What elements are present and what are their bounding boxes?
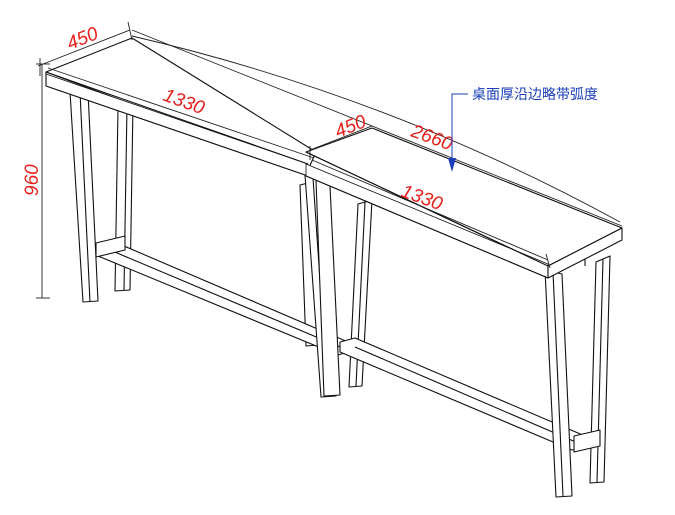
left-table-front-left-leg — [69, 91, 99, 303]
right-table-long-stretcher — [339, 337, 586, 451]
annotation: 桌面厚沿边略带弧度 — [448, 87, 598, 172]
right-table — [305, 127, 623, 498]
right-table-top — [305, 127, 623, 267]
right-table-end-face — [547, 227, 623, 279]
right-table-end-stretcher — [573, 429, 601, 453]
annotation-arrowhead — [448, 158, 456, 172]
left-table — [45, 37, 349, 398]
dimension-lines — [36, 21, 623, 299]
dim-left-depth: 450 — [64, 23, 102, 55]
dim-height: 960 — [22, 164, 43, 196]
annotation-leader-line — [451, 93, 468, 160]
annotation-note: 桌面厚沿边略带弧度 — [472, 87, 598, 103]
